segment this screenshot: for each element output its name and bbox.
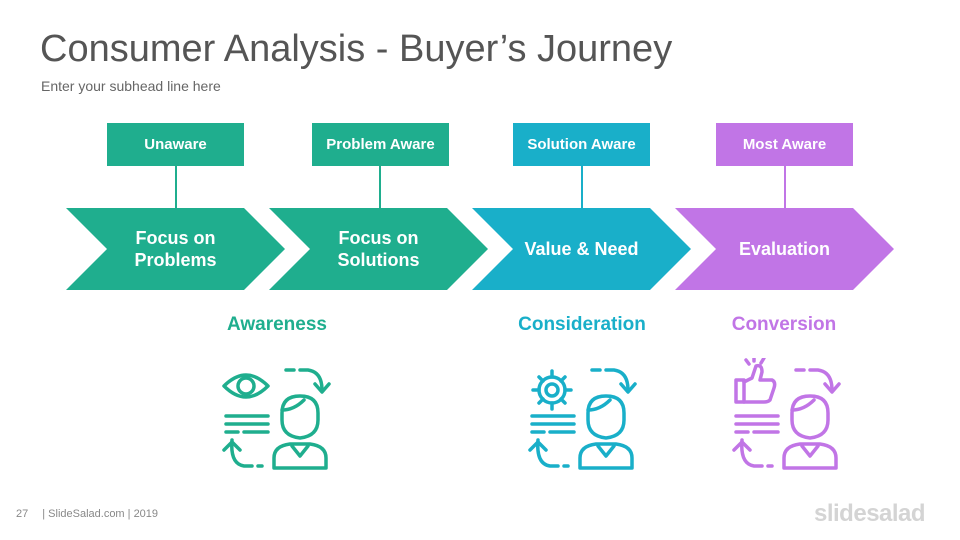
consideration-icon [528, 368, 637, 470]
arrow-text-evaluation: Evaluation [716, 208, 853, 290]
connector-line [784, 166, 786, 210]
phase-awareness: Awareness [227, 314, 327, 335]
person-icon [272, 394, 328, 470]
stage-label-most-aware: Most Aware [716, 123, 853, 166]
arrow-left-icon [732, 438, 774, 468]
awareness-icon [222, 368, 331, 470]
arrow-line: Problems [134, 250, 217, 270]
arrow-line: Focus on [135, 228, 216, 248]
page-title: Consumer Analysis - Buyer’s Journey [40, 28, 673, 70]
arrow-evaluation [675, 208, 894, 290]
arrow-line: Value & Need [524, 239, 639, 259]
connector-line [175, 166, 177, 210]
page-subtitle: Enter your subhead line here [41, 78, 221, 94]
arrow-right-icon [590, 368, 637, 394]
person-icon [782, 394, 838, 470]
arrow-line: Focus on [338, 228, 419, 248]
connector-line [379, 166, 381, 210]
text-lines [530, 414, 576, 434]
arrow-right-icon [284, 368, 331, 394]
stage-label-problem-aware: Problem Aware [312, 123, 449, 166]
arrow-focus-on-solutions [269, 208, 488, 290]
gear-icon [531, 369, 573, 411]
stage-label-solution-aware: Solution Aware [513, 123, 650, 166]
arrow-text-value-need: Value & Need [513, 208, 650, 290]
text-lines [224, 414, 270, 434]
arrow-line: Evaluation [738, 239, 831, 259]
connector-line [581, 166, 583, 210]
conversion-icon [732, 358, 841, 470]
footer-credit: | SlideSalad.com | 2019 [42, 508, 159, 520]
brand-logo: slidesalad [814, 500, 926, 527]
arrow-left-icon [528, 438, 570, 468]
arrow-right-icon [794, 368, 841, 394]
page-number: 27 [16, 508, 29, 520]
text-lines [734, 414, 780, 434]
person-icon [578, 394, 634, 470]
arrow-value-need [472, 208, 691, 290]
arrow-left-icon [222, 438, 264, 468]
arrow-focus-on-problems [66, 208, 285, 290]
arrow-line: Solutions [337, 250, 420, 270]
phase-consideration: Consideration [518, 314, 646, 335]
thumbs-up-icon [734, 358, 777, 404]
eye-icon [222, 373, 270, 399]
footer: 27 | SlideSalad.com | 2019 [16, 508, 158, 520]
phase-conversion: Conversion [731, 314, 837, 335]
stage-label-unaware: Unaware [107, 123, 244, 166]
